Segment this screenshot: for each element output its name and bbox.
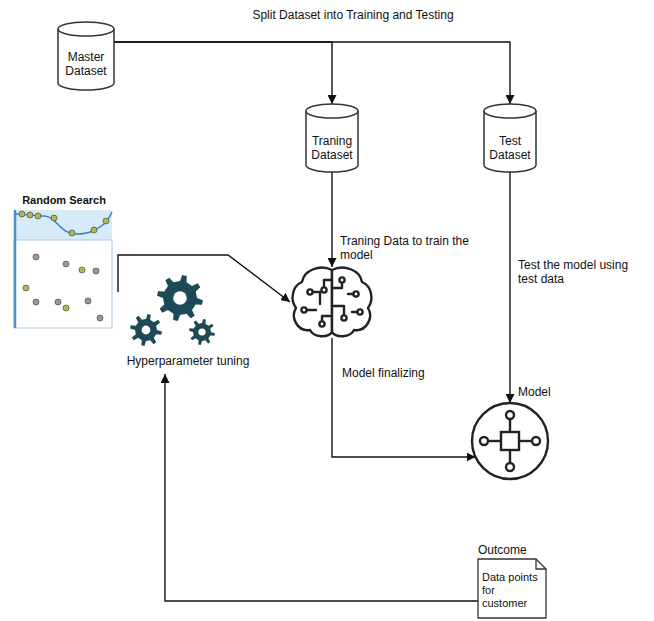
brain-lobe bbox=[332, 268, 371, 337]
node-text: Traning Data to train the model bbox=[340, 234, 500, 262]
model-spoke bbox=[488, 440, 501, 442]
connector bbox=[114, 42, 510, 104]
connector bbox=[332, 338, 476, 457]
node-text: Model bbox=[518, 385, 560, 399]
connector bbox=[165, 374, 478, 601]
model-port bbox=[532, 437, 540, 445]
gear-icon bbox=[189, 319, 215, 345]
panel-edge bbox=[14, 210, 17, 328]
circuit-node bbox=[353, 291, 358, 296]
sample-dot bbox=[35, 213, 41, 219]
circuit-node bbox=[321, 287, 326, 292]
brain-icon bbox=[293, 268, 372, 337]
diagram-node: Hyperparameter tuning bbox=[118, 268, 258, 374]
model-spoke bbox=[519, 440, 532, 442]
scatter-panel bbox=[14, 240, 112, 328]
model-port bbox=[480, 437, 488, 445]
sample-dot bbox=[19, 211, 25, 217]
cylinder-body bbox=[58, 29, 114, 90]
connector bbox=[509, 172, 510, 403]
diagram-node: Random Search bbox=[14, 194, 114, 330]
model-core bbox=[501, 432, 519, 450]
edge-label: Model finalizing bbox=[340, 366, 448, 380]
diagram-node: Traning Data to train the model bbox=[290, 234, 502, 338]
node-shape bbox=[290, 234, 502, 338]
cylinder-top bbox=[58, 22, 114, 36]
brain-lobe bbox=[293, 268, 332, 337]
connector bbox=[118, 255, 290, 302]
cylinder-top bbox=[484, 104, 536, 118]
model-port bbox=[506, 463, 514, 471]
node-text: Outcome bbox=[478, 543, 550, 557]
diagram-node: Model bbox=[470, 385, 560, 483]
chart-panel bbox=[14, 210, 112, 240]
node-text: Data points for customer bbox=[482, 571, 542, 610]
node-text: Test Dataset bbox=[484, 134, 536, 162]
cylinder-body bbox=[484, 111, 536, 172]
sample-dot bbox=[63, 261, 69, 267]
sample-dot bbox=[51, 215, 57, 221]
gear-hole bbox=[173, 291, 187, 305]
gear-icon bbox=[157, 275, 203, 321]
node-shape bbox=[470, 385, 560, 483]
gear-hole bbox=[142, 326, 151, 335]
sample-dot bbox=[91, 227, 97, 233]
diagram-node: OutcomeData points for customer bbox=[468, 543, 554, 620]
sample-dot bbox=[103, 218, 109, 224]
sample-dot bbox=[69, 230, 75, 236]
cylinder-top bbox=[306, 104, 358, 118]
sample-dot bbox=[55, 299, 61, 305]
model-spoke bbox=[509, 419, 511, 432]
node-shape bbox=[14, 194, 114, 330]
diagram-node: Test Dataset bbox=[484, 104, 536, 172]
model-port bbox=[506, 411, 514, 419]
gear-icon bbox=[130, 314, 162, 346]
edge-label: Split Dataset into Training and Testing bbox=[226, 8, 480, 22]
circuit-node bbox=[339, 277, 344, 282]
circuit-node bbox=[301, 307, 306, 312]
sample-dot bbox=[33, 299, 39, 305]
cylinder-body bbox=[306, 111, 358, 172]
node-text: Hyperparameter tuning bbox=[118, 354, 258, 368]
gear-hole bbox=[198, 328, 205, 335]
sample-dot bbox=[85, 298, 91, 304]
circuit-node bbox=[357, 309, 362, 314]
sample-dot bbox=[27, 212, 33, 218]
document-fold bbox=[536, 559, 546, 569]
edge-label: Test the model using test data bbox=[516, 258, 648, 286]
document-shape bbox=[478, 559, 546, 618]
sample-dot bbox=[93, 268, 99, 274]
node-text: Master Dataset bbox=[58, 50, 114, 78]
circuit-node bbox=[341, 315, 346, 320]
sample-dot bbox=[63, 305, 69, 311]
sample-dot bbox=[79, 267, 85, 273]
connector bbox=[114, 42, 332, 104]
node-text: Random Search bbox=[14, 194, 114, 207]
sample-dot bbox=[33, 254, 39, 260]
search-curve bbox=[14, 212, 112, 234]
connector bbox=[331, 172, 332, 267]
diagram-node: Master Dataset bbox=[58, 22, 114, 90]
model-spoke bbox=[509, 450, 511, 463]
sample-dot bbox=[97, 315, 103, 321]
sample-dot bbox=[23, 285, 29, 291]
circuit-node bbox=[319, 321, 324, 326]
circuit-node bbox=[307, 289, 312, 294]
node-text: Traning Dataset bbox=[306, 134, 358, 162]
model-icon bbox=[472, 403, 548, 479]
model-ring bbox=[472, 403, 548, 479]
diagram-node: Traning Dataset bbox=[306, 104, 358, 172]
